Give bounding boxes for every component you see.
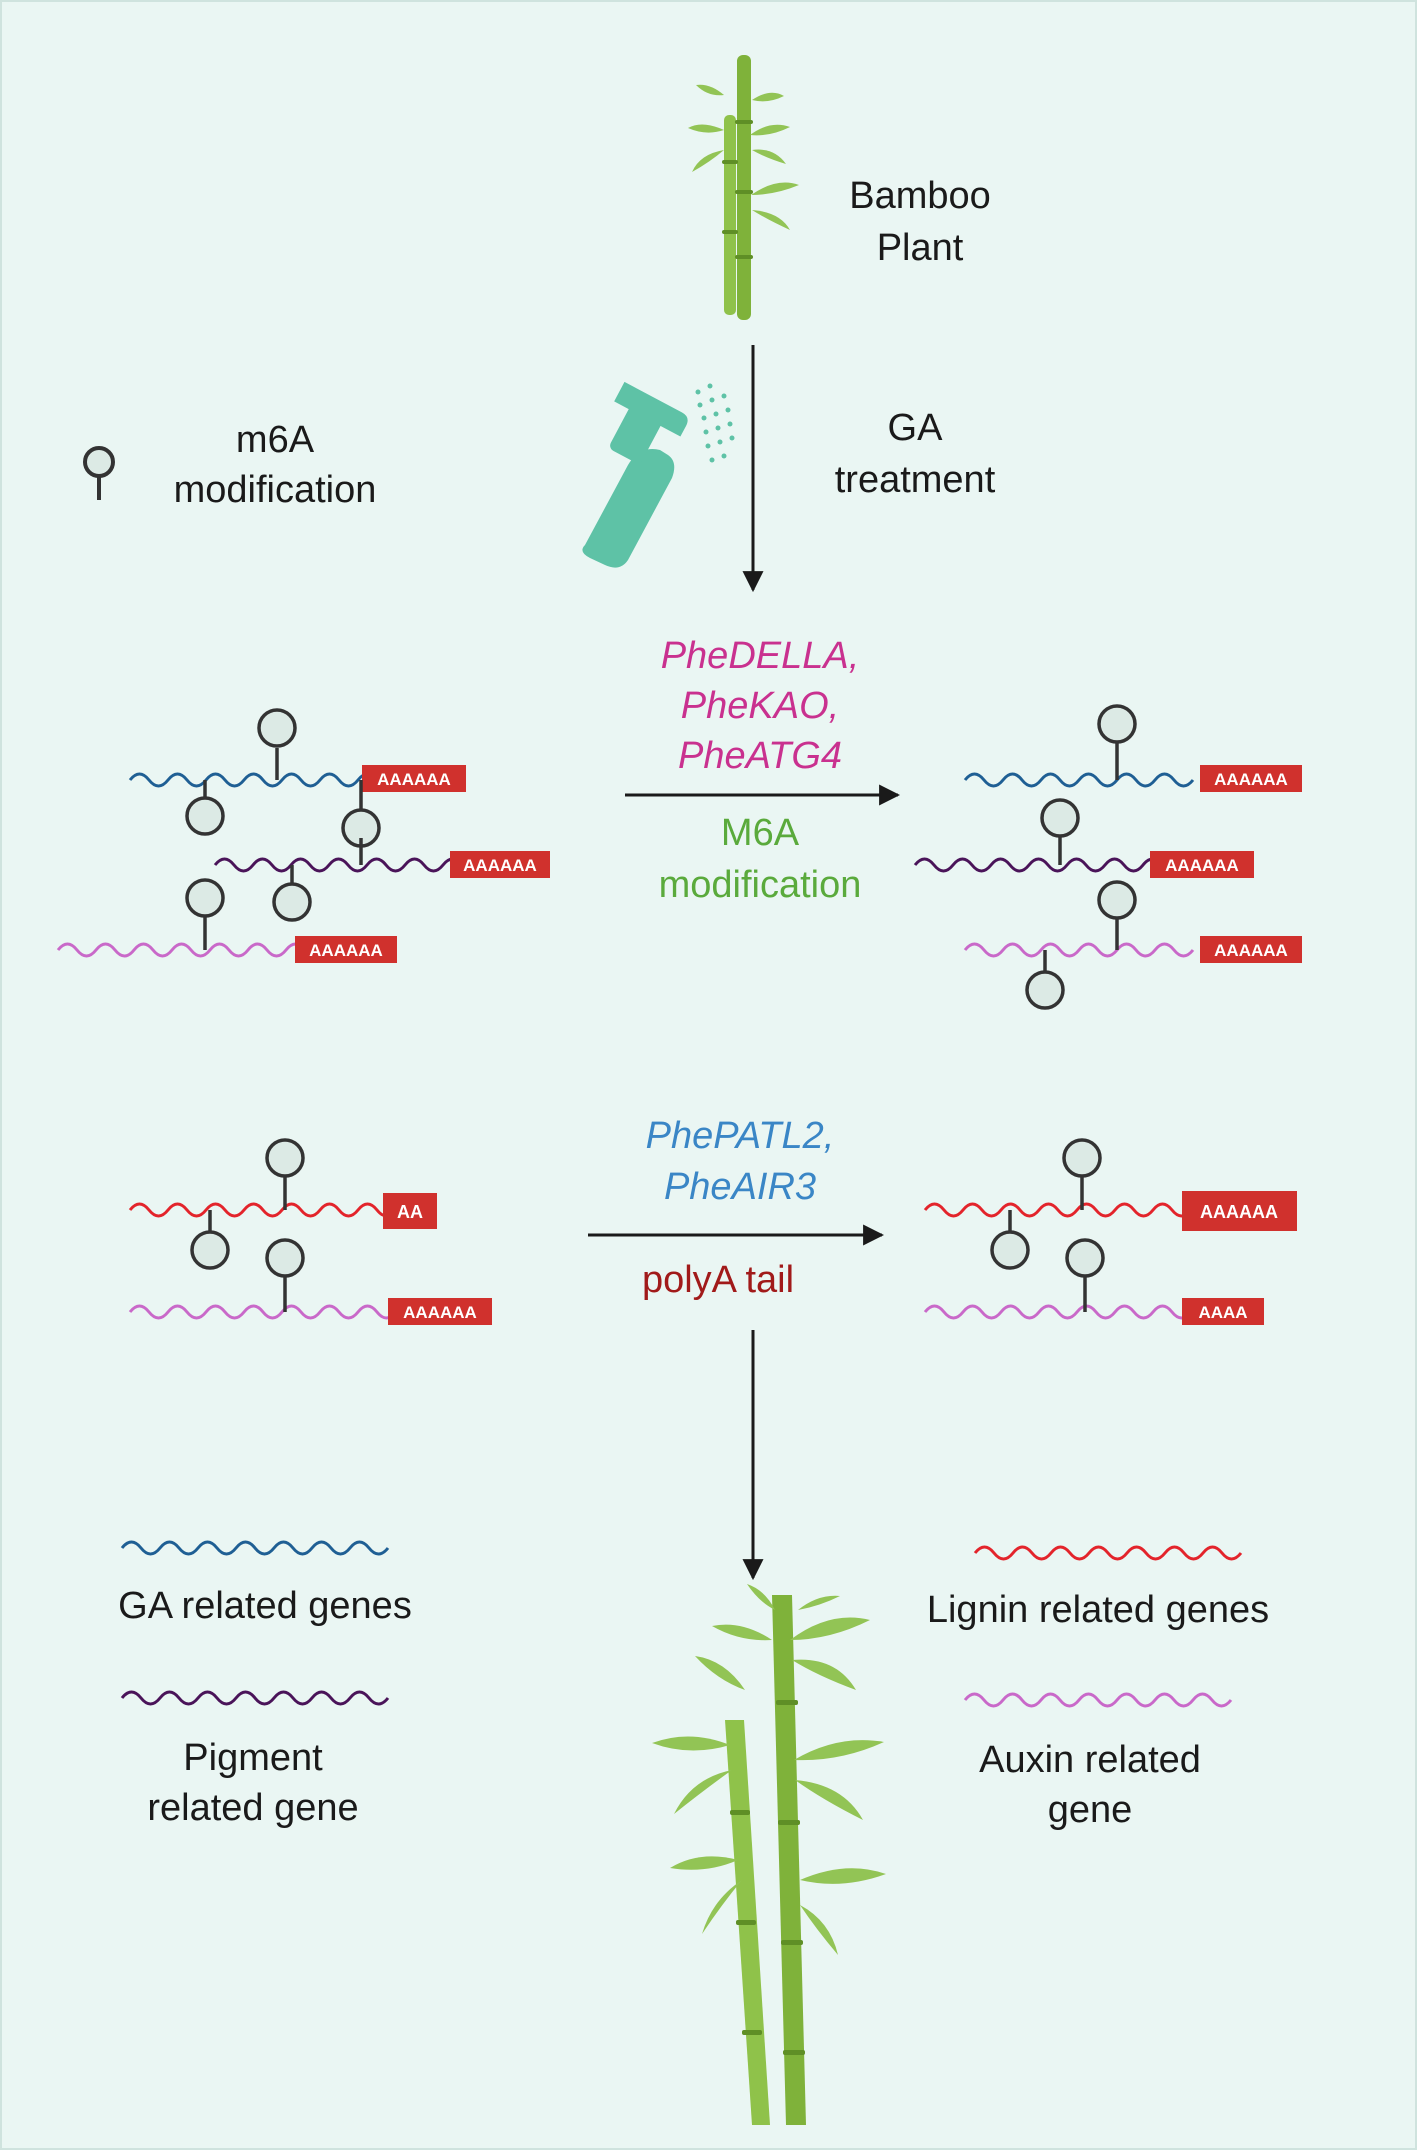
ga-treatment-label-line2: treatment — [835, 459, 996, 501]
polya-tail-text: AAAAAA — [1214, 770, 1288, 789]
bamboo-plant-label-line2: Plant — [877, 227, 964, 269]
bamboo-plant-grown — [652, 1584, 886, 2125]
polya-tail-text: AAAA — [1198, 1303, 1247, 1322]
legend-auxin-gene-wave — [963, 1692, 1233, 1708]
polya-tail-box — [1150, 851, 1254, 878]
polya-tail-text: AAAAAA — [377, 770, 451, 789]
m6a-markers-s1-left — [185, 708, 381, 950]
polya-tail-box — [1200, 765, 1302, 792]
polya-tail-text: AAAAAA — [309, 941, 383, 960]
legend-ga-gene-wave — [120, 1540, 390, 1556]
polya-tail-box — [388, 1298, 492, 1325]
genes1-line3: PheATG4 — [678, 735, 842, 777]
polya-tail-box — [295, 936, 397, 963]
m6a-legend-line2: modification — [174, 469, 377, 511]
pigment-gene-mrna-s1-left — [213, 857, 464, 873]
polya-tail-text: AA — [397, 1202, 423, 1222]
polya-tail-text: AAAAAA — [1165, 856, 1239, 875]
m6a-markers-s2-left — [190, 1138, 305, 1312]
auxin-gene-mrna-s2-right — [923, 1304, 1231, 1320]
process2-label: polyA tail — [642, 1259, 794, 1301]
polya-tail-box — [1200, 936, 1302, 963]
genes2-line2: PheAIR3 — [664, 1166, 816, 1208]
m6a-markers-s2-right — [990, 1138, 1105, 1312]
polya-tail-box — [450, 851, 550, 878]
polya-tail-text: AAAAAA — [1214, 941, 1288, 960]
lignin-gene-mrna-s2-right — [923, 1202, 1231, 1218]
polya-tail-text: AAAAAA — [463, 856, 537, 875]
process1-line2: modification — [659, 864, 862, 906]
polya-tail-box — [383, 1193, 437, 1229]
m6a-legend-line1: m6A — [236, 419, 315, 461]
ga-gene-mrna-s1-right — [963, 772, 1195, 788]
ga-treatment-label-line1: GA — [888, 407, 944, 449]
legend-lignin-label: Lignin related genes — [927, 1589, 1269, 1631]
legend-ga-genes-label: GA related genes — [118, 1585, 412, 1627]
auxin-gene-mrna-s2-left — [128, 1304, 436, 1320]
legend-auxin-label-line2: gene — [1048, 1789, 1133, 1831]
legend-auxin-label-line1: Auxin related — [979, 1739, 1201, 1781]
polya-tail-text: AAAAAA — [1200, 1202, 1278, 1222]
polya-tail-box — [1182, 1298, 1264, 1325]
bamboo-plant-top — [688, 55, 799, 320]
genes1-line2: PheKAO, — [681, 685, 839, 727]
ga-gene-mrna-s1-left — [128, 772, 398, 788]
legend-lignin-gene-wave — [973, 1545, 1243, 1561]
process1-line1: M6A — [721, 812, 800, 854]
spray-bottle-icon — [582, 381, 735, 568]
bamboo-plant-label-line1: Bamboo — [849, 175, 991, 217]
auxin-gene-mrna-s1-right — [963, 942, 1195, 958]
legend-pigment-gene-wave — [120, 1690, 390, 1706]
pigment-gene-mrna-s1-right — [913, 857, 1183, 873]
genes1-line1: PheDELLA, — [661, 635, 860, 677]
lignin-gene-mrna-s2-left — [128, 1202, 436, 1218]
m6a-marker-icon — [83, 446, 115, 500]
legend-pigment-label-line2: related gene — [147, 1787, 358, 1829]
polya-tail-box — [1182, 1191, 1297, 1231]
genes2-line1: PhePATL2, — [646, 1115, 835, 1157]
polya-tail-box — [362, 765, 466, 792]
legend-pigment-label-line1: Pigment — [183, 1737, 323, 1779]
polya-tail-text: AAAAAA — [403, 1303, 477, 1322]
m6a-markers-s1-right — [1025, 704, 1137, 1010]
